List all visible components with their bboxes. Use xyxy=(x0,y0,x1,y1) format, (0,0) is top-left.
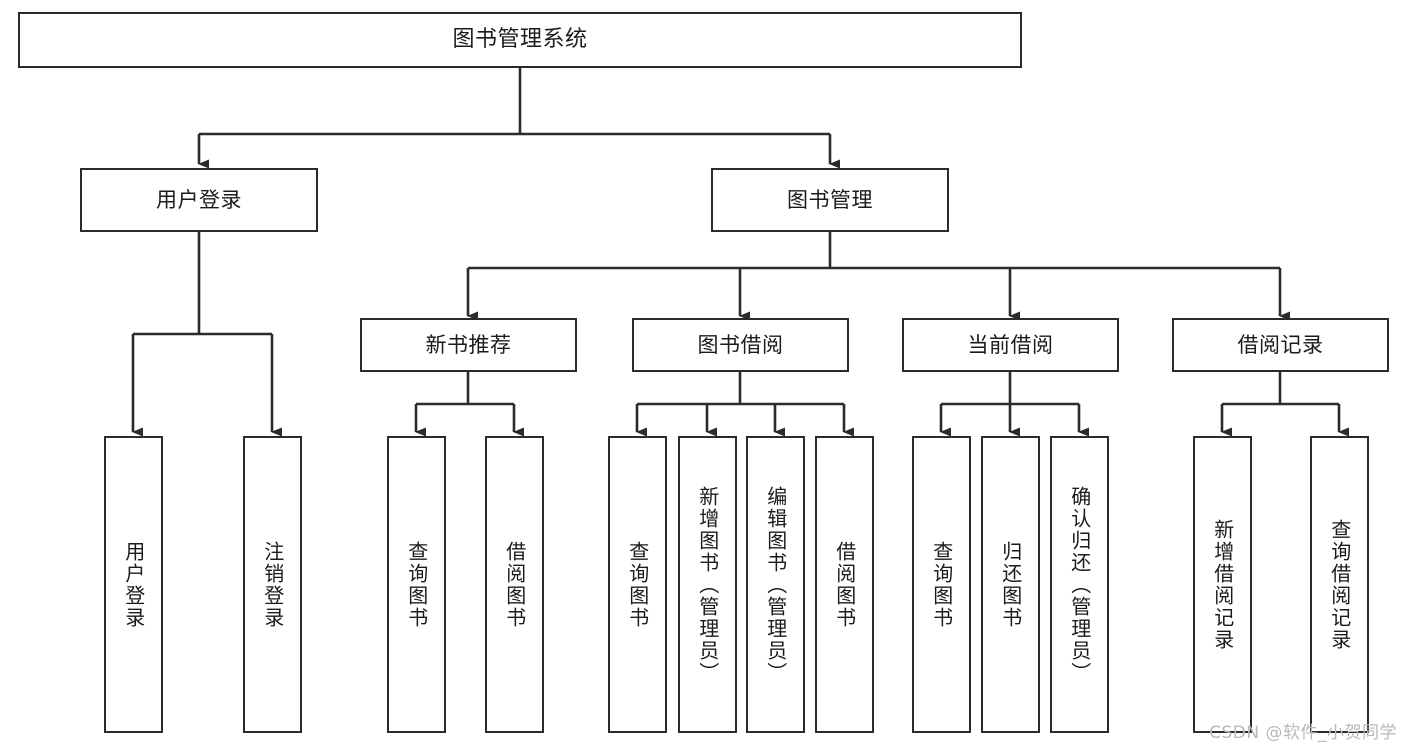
node-label: 查询图书 xyxy=(929,540,954,629)
node-leaf-edit-book-admin[interactable]: 编辑图书（管理员） xyxy=(746,436,805,733)
node-label: 图书管理系统 xyxy=(452,26,588,52)
node-label: 借阅记录 xyxy=(1237,332,1324,357)
node-leaf-borrow-books[interactable]: 借阅图书 xyxy=(815,436,874,733)
node-leaf-add-book-admin[interactable]: 新增图书（管理员） xyxy=(678,436,737,733)
node-borrow-records[interactable]: 借阅记录 xyxy=(1172,318,1389,372)
node-leaf-query-books-current[interactable]: 查询图书 xyxy=(912,436,971,733)
node-label: 用户登录 xyxy=(156,187,242,212)
node-book-management[interactable]: 图书管理 xyxy=(711,168,949,232)
node-label: 图书管理 xyxy=(787,187,873,212)
node-new-book-recommendation[interactable]: 新书推荐 xyxy=(360,318,577,372)
node-leaf-query-borrow-record[interactable]: 查询借阅记录 xyxy=(1310,436,1369,733)
node-label: 图书借阅 xyxy=(697,332,784,357)
node-leaf-borrow-books-recommend[interactable]: 借阅图书 xyxy=(485,436,544,733)
node-book-borrowing[interactable]: 图书借阅 xyxy=(632,318,849,372)
node-label: 新增借阅记录 xyxy=(1210,518,1235,651)
node-label: 借阅图书 xyxy=(832,540,857,629)
node-user-login[interactable]: 用户登录 xyxy=(80,168,318,232)
node-book-management-system[interactable]: 图书管理系统 xyxy=(18,12,1022,68)
node-label: 编辑图书（管理员） xyxy=(763,485,788,684)
node-leaf-query-books-recommend[interactable]: 查询图书 xyxy=(387,436,446,733)
node-label: 用户登录 xyxy=(121,540,146,629)
node-current-borrowing[interactable]: 当前借阅 xyxy=(902,318,1119,372)
node-label: 查询图书 xyxy=(404,540,429,629)
node-leaf-confirm-return-admin[interactable]: 确认归还（管理员） xyxy=(1050,436,1109,733)
node-label: 查询图书 xyxy=(625,540,650,629)
node-leaf-query-books-borrow[interactable]: 查询图书 xyxy=(608,436,667,733)
node-leaf-return-books[interactable]: 归还图书 xyxy=(981,436,1040,733)
node-label: 当前借阅 xyxy=(967,332,1054,357)
node-label: 归还图书 xyxy=(998,540,1023,629)
node-label: 借阅图书 xyxy=(502,540,527,629)
node-label: 新增图书（管理员） xyxy=(695,485,720,684)
node-label: 新书推荐 xyxy=(425,332,512,357)
node-label: 查询借阅记录 xyxy=(1327,518,1352,651)
node-leaf-add-borrow-record[interactable]: 新增借阅记录 xyxy=(1193,436,1252,733)
node-leaf-user-login[interactable]: 用户登录 xyxy=(104,436,163,733)
node-label: 注销登录 xyxy=(260,540,285,629)
node-label: 确认归还（管理员） xyxy=(1067,485,1092,684)
node-leaf-logout[interactable]: 注销登录 xyxy=(243,436,302,733)
